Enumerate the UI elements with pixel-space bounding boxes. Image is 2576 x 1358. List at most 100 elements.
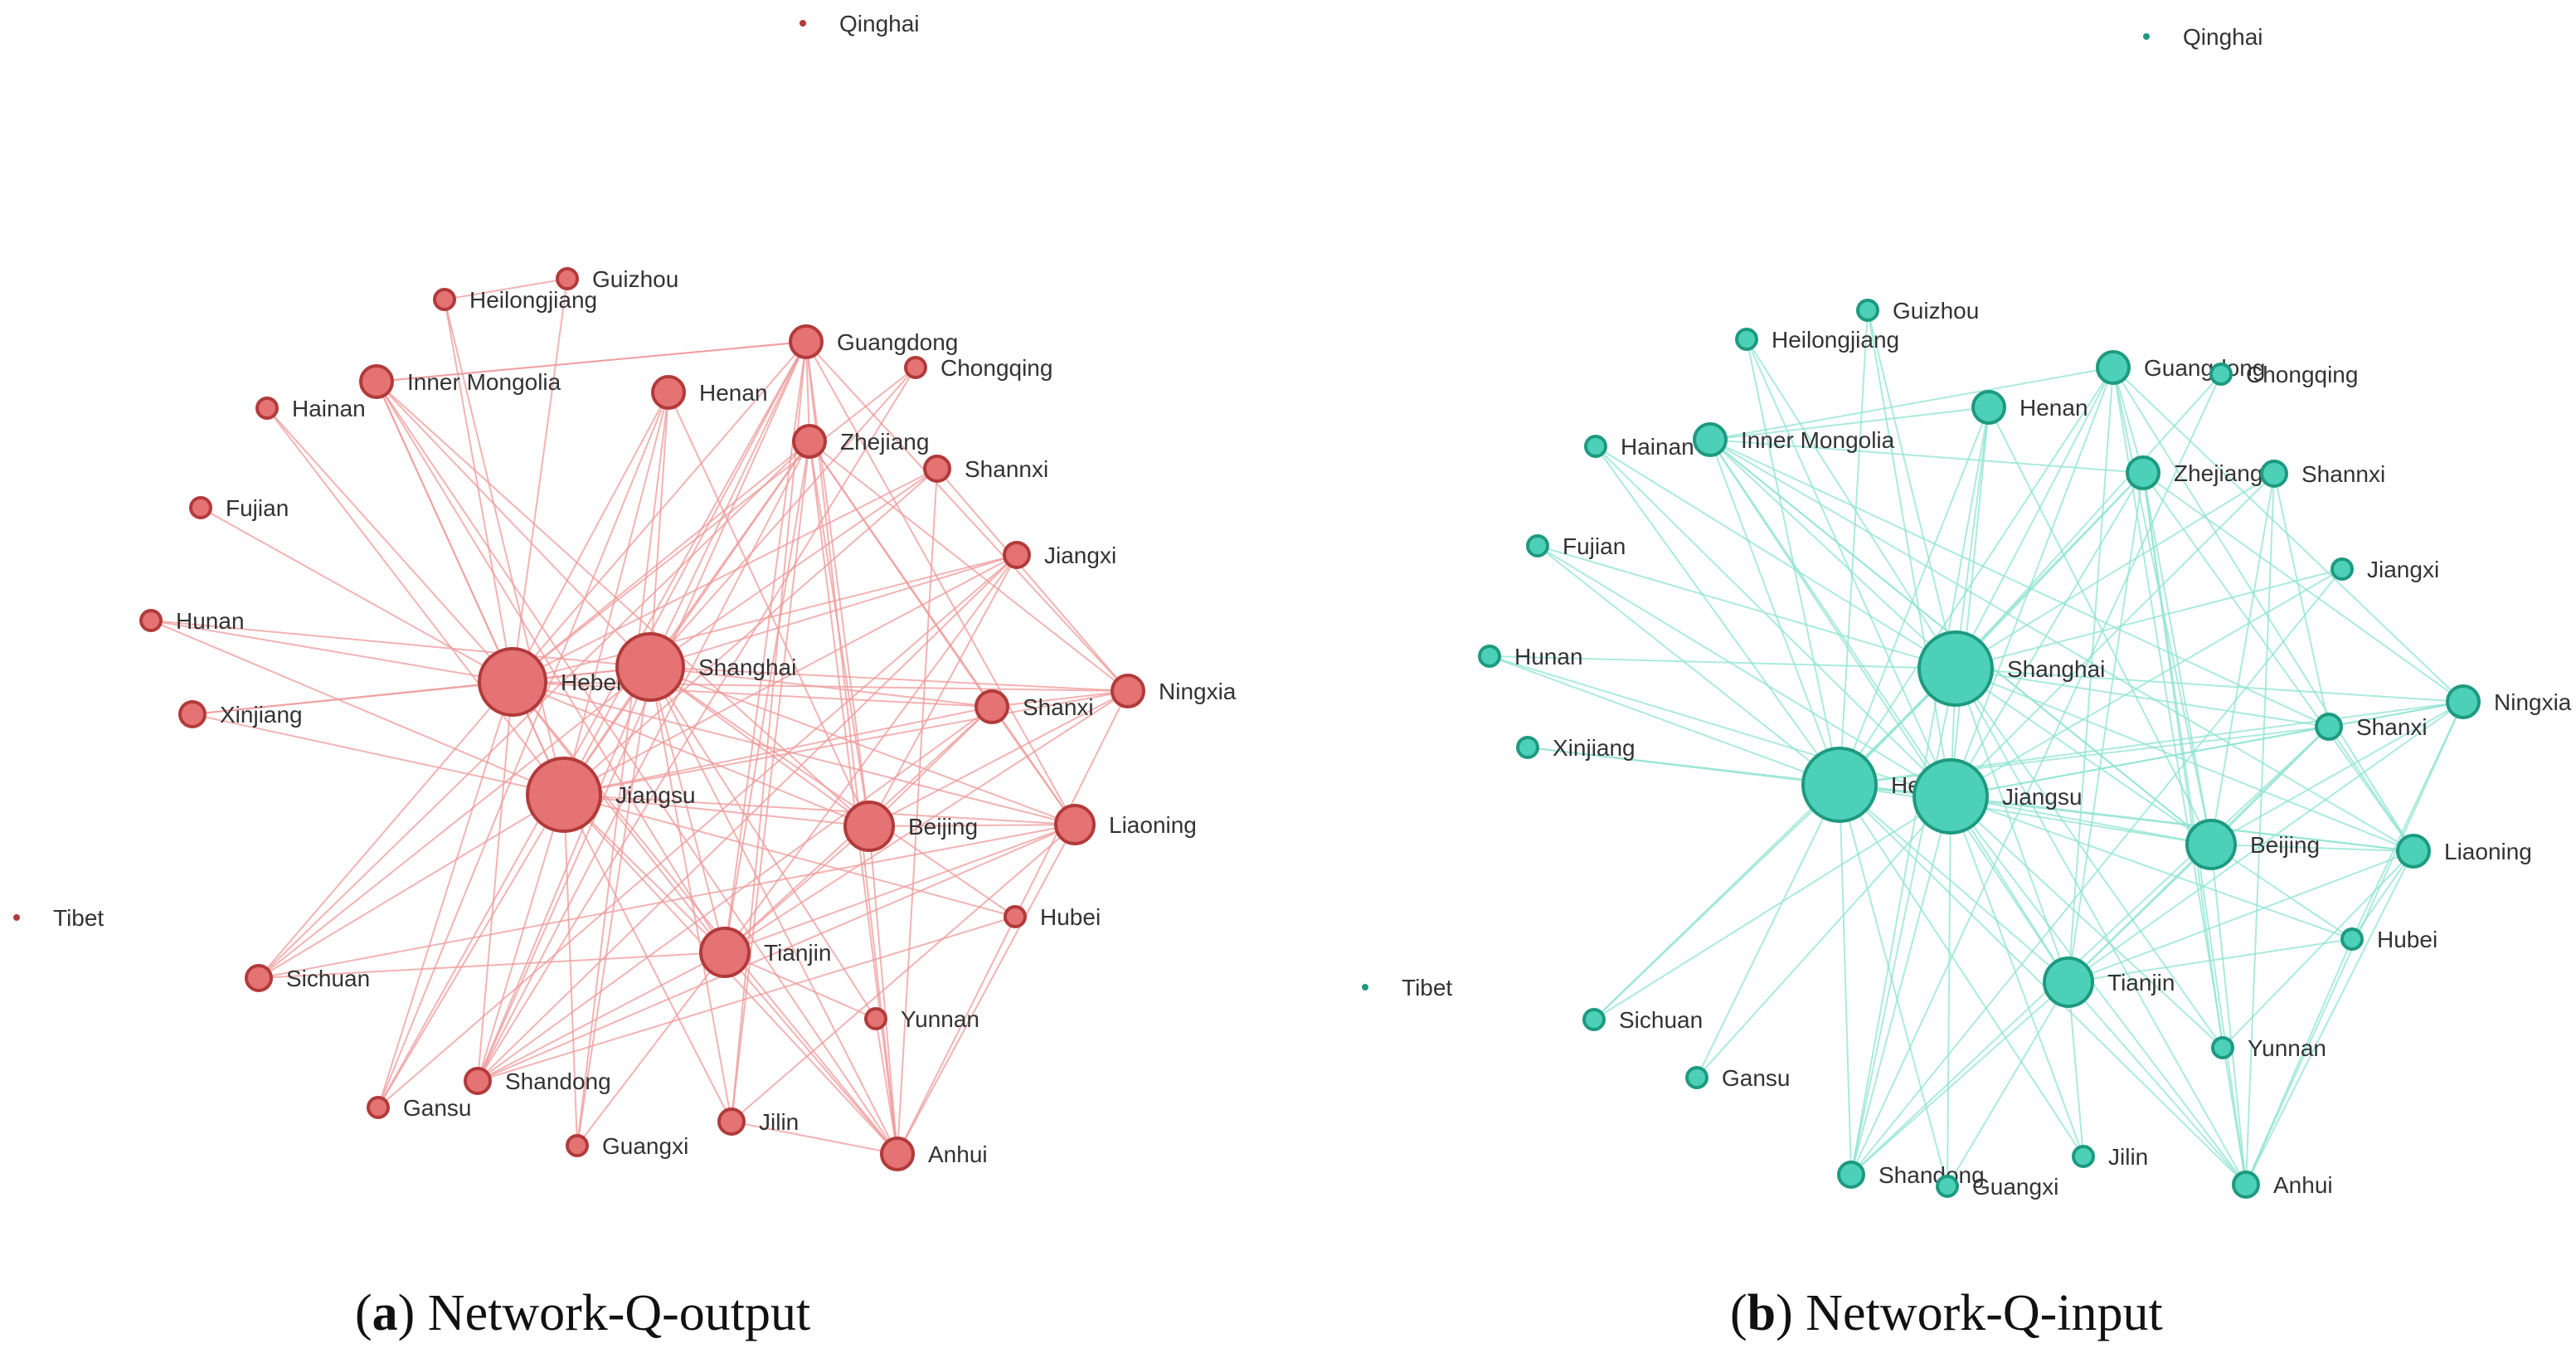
node-zhejiang[interactable]: Zhejiang <box>792 424 929 459</box>
node-circle-shannxi[interactable] <box>923 455 951 483</box>
node-henan[interactable]: Henan <box>651 375 768 410</box>
node-shanghai[interactable]: Shanghai <box>1917 630 2105 707</box>
node-hainan[interactable]: Hainan <box>1584 434 1694 460</box>
node-hebei[interactable]: Hebei <box>478 647 621 717</box>
node-circle-yunnan[interactable] <box>2211 1036 2234 1059</box>
node-henan[interactable]: Henan <box>1971 390 2088 425</box>
node-xinjiang[interactable]: Xinjiang <box>1516 735 1636 761</box>
node-circle-henan[interactable] <box>651 375 686 410</box>
node-circle-chongqing[interactable] <box>2209 363 2233 386</box>
node-hubei[interactable]: Hubei <box>1004 904 1101 930</box>
node-circle-gansu[interactable] <box>367 1096 390 1119</box>
node-circle-fujian[interactable] <box>1526 534 1549 557</box>
node-circle-xinjiang[interactable] <box>1516 736 1539 759</box>
node-circle-shanxi[interactable] <box>2315 713 2343 741</box>
node-fujian[interactable]: Fujian <box>1526 533 1626 559</box>
node-shannxi[interactable]: Shannxi <box>923 455 1048 483</box>
node-guangdong[interactable]: Guangdong <box>789 324 958 359</box>
node-circle-hunan[interactable] <box>1478 645 1501 668</box>
node-heilongjiang[interactable]: Heilongjiang <box>1735 327 1899 353</box>
node-gansu[interactable]: Gansu <box>367 1095 472 1121</box>
node-hubei[interactable]: Hubei <box>2340 927 2437 952</box>
node-guangxi[interactable]: Guangxi <box>1936 1174 2058 1200</box>
node-guizhou[interactable]: Guizhou <box>1856 298 1979 324</box>
node-circle-inner-mongolia[interactable] <box>359 364 394 399</box>
node-guangxi[interactable]: Guangxi <box>566 1133 688 1159</box>
node-circle-hebei[interactable] <box>478 647 547 717</box>
node-chongqing[interactable]: Chongqing <box>2209 362 2358 387</box>
node-zhejiang[interactable]: Zhejiang <box>2126 455 2263 490</box>
node-circle-qinghai[interactable] <box>2143 33 2150 40</box>
node-circle-shanghai[interactable] <box>1917 630 1994 707</box>
node-circle-zhejiang[interactable] <box>2126 455 2160 490</box>
node-circle-yunnan[interactable] <box>864 1007 887 1030</box>
node-shandong[interactable]: Shandong <box>1837 1161 1985 1189</box>
node-jiangxi[interactable]: Jiangxi <box>1003 541 1116 569</box>
node-anhui[interactable]: Anhui <box>2232 1171 2333 1199</box>
node-circle-guangdong[interactable] <box>2096 350 2131 385</box>
node-circle-qinghai[interactable] <box>800 20 806 27</box>
node-tibet[interactable]: Tibet <box>1362 975 1452 1000</box>
node-heilongjiang[interactable]: Heilongjiang <box>433 287 597 313</box>
node-circle-hubei[interactable] <box>1004 905 1027 928</box>
node-chongqing[interactable]: Chongqing <box>904 355 1052 381</box>
node-circle-shandong[interactable] <box>464 1067 492 1095</box>
node-circle-anhui[interactable] <box>2232 1171 2260 1199</box>
node-circle-beijing[interactable] <box>2185 819 2237 870</box>
node-inner-mongolia[interactable]: Inner Mongolia <box>1693 422 1895 457</box>
node-xinjiang[interactable]: Xinjiang <box>178 700 303 728</box>
node-yunnan[interactable]: Yunnan <box>2211 1035 2326 1061</box>
node-liaoning[interactable]: Liaoning <box>1054 804 1197 845</box>
node-circle-hainan[interactable] <box>1584 435 1607 458</box>
node-circle-gansu[interactable] <box>1685 1066 1708 1089</box>
node-circle-beijing[interactable] <box>843 801 895 852</box>
node-inner-mongolia[interactable]: Inner Mongolia <box>359 364 561 399</box>
node-circle-shanxi[interactable] <box>975 689 1009 724</box>
node-beijing[interactable]: Beijing <box>843 801 978 852</box>
node-circle-zhejiang[interactable] <box>792 424 827 459</box>
node-jiangxi[interactable]: Jiangxi <box>2331 557 2439 582</box>
node-yunnan[interactable]: Yunnan <box>864 1006 979 1032</box>
node-jiangsu[interactable]: Jiangsu <box>1913 758 2083 835</box>
node-circle-tianjin[interactable] <box>2043 956 2094 1008</box>
node-hunan[interactable]: Hunan <box>1478 644 1583 669</box>
node-circle-heilongjiang[interactable] <box>433 288 456 311</box>
node-circle-guangxi[interactable] <box>566 1134 589 1157</box>
node-circle-shandong[interactable] <box>1837 1161 1865 1189</box>
node-circle-heilongjiang[interactable] <box>1735 328 1758 351</box>
node-circle-hunan[interactable] <box>139 609 163 632</box>
node-circle-jiangsu[interactable] <box>526 757 602 833</box>
node-circle-shanghai[interactable] <box>615 632 685 702</box>
node-beijing[interactable]: Beijing <box>2185 819 2320 870</box>
node-circle-tibet[interactable] <box>13 914 20 921</box>
node-circle-shannxi[interactable] <box>2260 460 2288 488</box>
node-circle-ningxia[interactable] <box>1111 674 1145 708</box>
node-sichuan[interactable]: Sichuan <box>1582 1007 1703 1033</box>
node-circle-guangxi[interactable] <box>1936 1175 1959 1198</box>
node-anhui[interactable]: Anhui <box>880 1137 988 1171</box>
node-circle-guangdong[interactable] <box>789 324 824 359</box>
node-liaoning[interactable]: Liaoning <box>2396 834 2532 869</box>
node-circle-ningxia[interactable] <box>2446 684 2481 719</box>
node-tianjin[interactable]: Tianjin <box>2043 956 2175 1008</box>
node-shanghai[interactable]: Shanghai <box>615 632 796 702</box>
node-gansu[interactable]: Gansu <box>1685 1065 1791 1091</box>
node-shandong[interactable]: Shandong <box>464 1067 611 1095</box>
node-fujian[interactable]: Fujian <box>189 495 289 521</box>
node-circle-jilin[interactable] <box>2072 1145 2095 1168</box>
node-circle-fujian[interactable] <box>189 496 212 519</box>
node-circle-guizhou[interactable] <box>556 267 579 290</box>
node-circle-tibet[interactable] <box>1362 984 1368 991</box>
node-circle-anhui[interactable] <box>880 1137 915 1171</box>
node-circle-inner-mongolia[interactable] <box>1693 422 1728 457</box>
node-circle-jiangsu[interactable] <box>1913 758 1989 835</box>
node-ningxia[interactable]: Ningxia <box>2446 684 2572 719</box>
node-shanxi[interactable]: Shanxi <box>2315 713 2428 741</box>
node-circle-hainan[interactable] <box>255 397 279 420</box>
node-guangdong[interactable]: Guangdong <box>2096 350 2265 385</box>
node-jilin[interactable]: Jilin <box>717 1107 799 1136</box>
node-shannxi[interactable]: Shannxi <box>2260 460 2385 488</box>
node-qinghai[interactable]: Qinghai <box>2143 24 2263 50</box>
node-circle-chongqing[interactable] <box>904 356 927 379</box>
node-circle-henan[interactable] <box>1971 390 2006 425</box>
